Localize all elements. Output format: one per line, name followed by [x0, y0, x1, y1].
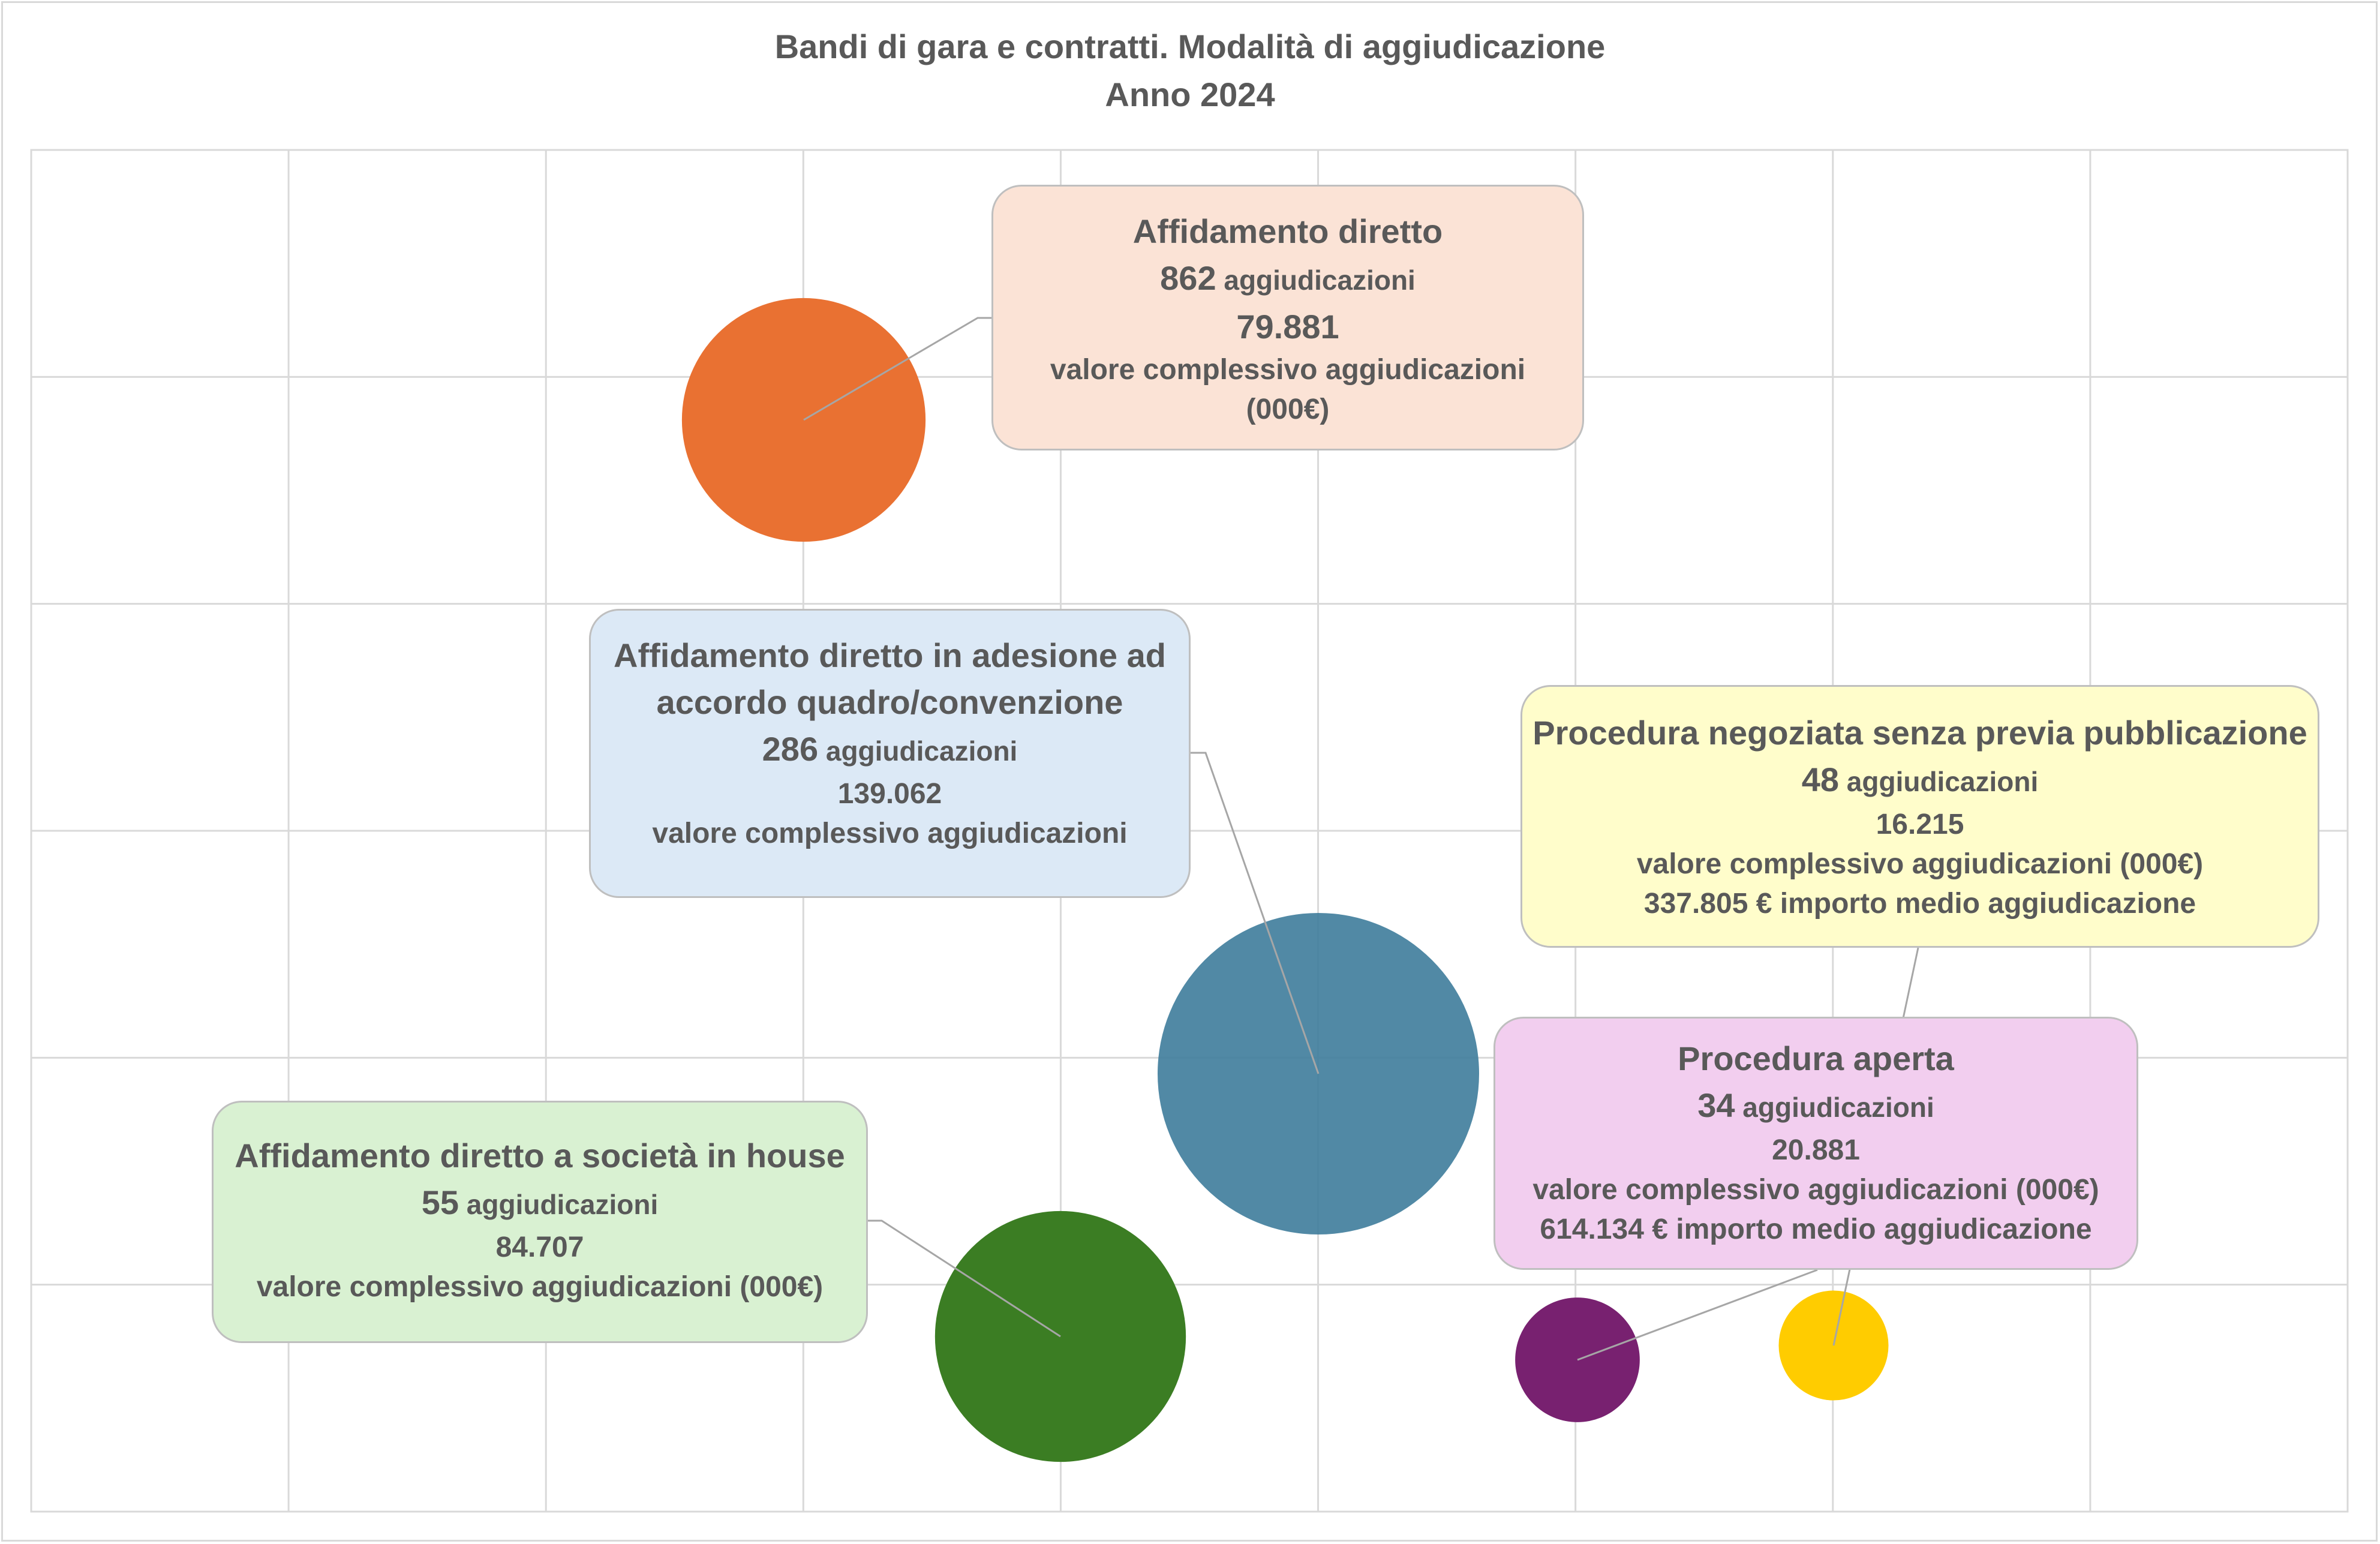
average-value: 614.134 € importo medio aggiudicazione	[1540, 1213, 2092, 1245]
average-value: 337.805 € importo medio aggiudicazione	[1643, 888, 2196, 920]
series-name: Procedura aperta	[1678, 1040, 1954, 1077]
series-name-line-1: Affidamento diretto in adesione ad	[614, 636, 1166, 674]
chart-title-block: Bandi di gara e contratti. Modalità di a…	[0, 23, 2380, 119]
series-name: Affidamento diretto	[1132, 212, 1443, 250]
total-value: 79.881	[1236, 308, 1339, 346]
value-label: valore complessivo aggiudicazioni	[652, 818, 1128, 849]
series-name: Affidamento diretto a società in house	[235, 1137, 845, 1174]
award-count: 55 aggiudicazioni	[421, 1183, 659, 1221]
series-name: Procedura negoziata senza previa pubblic…	[1532, 714, 2307, 752]
chart-subtitle: Anno 2024	[1105, 76, 1275, 113]
callout-procedura-aperta: Procedura aperta 34 aggiudicazioni 20.88…	[1493, 1017, 2138, 1270]
total-value: 16.215	[1876, 809, 1964, 840]
leader-line-aperta	[1577, 1269, 1818, 1361]
leader-line-diretto	[803, 317, 991, 421]
leader-line-inhouse	[868, 1219, 1061, 1338]
value-label: valore complessivo aggiudicazioni (000€)	[1532, 1174, 2099, 1206]
callout-procedura-negoziata: Procedura negoziata senza previa pubblic…	[1520, 685, 2319, 948]
series-name-line-2: accordo quadro/convenzione	[656, 683, 1123, 721]
award-count: 286 aggiudicazioni	[762, 730, 1018, 768]
value-label: valore complessivo aggiudicazioni (000€)	[256, 1271, 824, 1303]
callout-affidamento-diretto: Affidamento diretto 862 aggiudicazioni 7…	[991, 185, 1584, 450]
award-count: 862 aggiudicazioni	[1160, 259, 1416, 297]
award-count: 34 aggiudicazioni	[1697, 1086, 1934, 1124]
total-value: 84.707	[495, 1231, 584, 1263]
value-label: valore complessivo aggiudicazioni	[1050, 354, 1526, 386]
value-label: valore complessivo aggiudicazioni (000€)	[1636, 848, 2204, 880]
total-value: 139.062	[837, 778, 942, 810]
callout-affidamento-adesione: Affidamento diretto in adesione ad accor…	[589, 609, 1191, 898]
leader-line-adesione	[1191, 752, 1320, 1074]
chart-title: Bandi di gara e contratti. Modalità di a…	[774, 28, 1606, 65]
value-unit: (000€)	[1246, 393, 1330, 425]
callout-affidamento-in-house: Affidamento diretto a società in house 5…	[212, 1101, 868, 1343]
award-count: 48 aggiudicazioni	[1801, 761, 2039, 798]
total-value: 20.881	[1772, 1134, 1860, 1166]
